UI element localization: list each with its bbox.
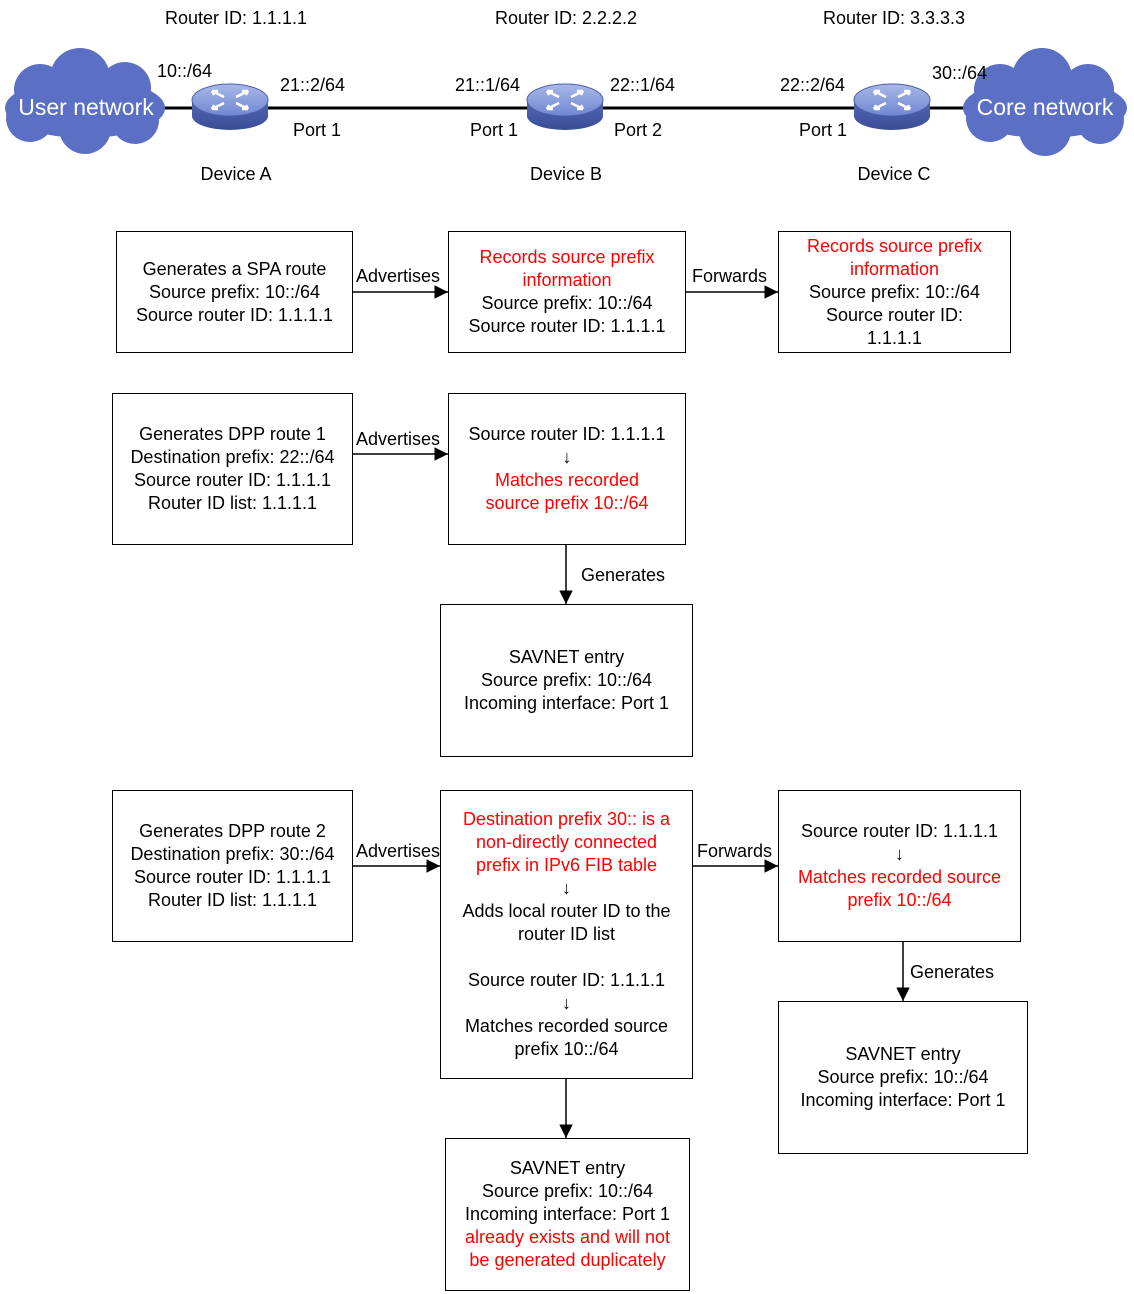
port-c: Port 1 [799, 120, 848, 140]
core-network-label: Core network [976, 94, 1114, 120]
r1-b-red-2: information [522, 270, 612, 290]
r3-savnet-entry-c-box: SAVNET entry Source prefix: 10::/64 Inco… [778, 1001, 1028, 1154]
r1-b-line-2: Source router ID: 1.1.1.1 [468, 316, 666, 336]
device-a-router-icon [191, 83, 269, 130]
r2-device-b-box: Source router ID: 1.1.1.1 ↓ Matches reco… [448, 393, 686, 545]
device-c-label: Device C [857, 164, 931, 184]
r2-a-line-2: Destination prefix: 22::/64 [130, 447, 335, 467]
r3-entry-c-line-2: Source prefix: 10::/64 [817, 1067, 989, 1087]
r1-b-red-1: Records source prefix [479, 247, 655, 267]
device-b-label: Device B [529, 164, 603, 184]
r3-b-bottom-2: prefix 10::/64 [514, 1039, 619, 1059]
device-a-label: Device A [200, 164, 272, 184]
r3-device-c-box: Source router ID: 1.1.1.1 ↓ Matches reco… [778, 790, 1021, 942]
r3-entry-b-red-2: be generated duplicately [469, 1250, 666, 1270]
r3-savnet-entry-b-box: SAVNET entry Source prefix: 10::/64 Inco… [445, 1138, 690, 1291]
down-arrow-icon: ↓ [895, 844, 904, 864]
r3-device-b-box: Destination prefix 30:: is a non-directl… [440, 790, 693, 1079]
device-b-router-icon [526, 83, 604, 130]
r3-c-red-1: Matches recorded source [797, 867, 1002, 887]
prefix-b-right: 22::1/64 [610, 75, 676, 95]
r3-b-line-src: Source router ID: 1.1.1.1 [467, 970, 666, 990]
prefix-c-right: 30::/64 [932, 63, 988, 83]
r3-a-line-4: Router ID list: 1.1.1.1 [147, 890, 318, 910]
r2-a-line-4: Router ID list: 1.1.1.1 [147, 493, 318, 513]
r2-a-line-1: Generates DPP route 1 [139, 424, 326, 444]
port-b-right: Port 2 [614, 120, 663, 140]
r3-a-line-3: Source router ID: 1.1.1.1 [133, 867, 332, 887]
down-arrow-icon: ↓ [562, 993, 571, 1013]
r2-device-a-box: Generates DPP route 1 Destination prefix… [112, 393, 353, 545]
port-b-left: Port 1 [470, 120, 519, 140]
r3-entry-c-line-3: Incoming interface: Port 1 [800, 1090, 1006, 1110]
r3-b-red-1: Destination prefix 30:: is a [462, 809, 671, 829]
r3-c-line-1: Source router ID: 1.1.1.1 [800, 821, 999, 841]
r2-entry-line-1: SAVNET entry [508, 647, 625, 667]
down-arrow-icon: ↓ [562, 878, 571, 898]
router-id-c: Router ID: 3.3.3.3 [822, 8, 966, 28]
device-c-router-icon [853, 83, 931, 130]
r1-c-line-2: Source router ID: [825, 304, 964, 325]
r2-advertises-label: Advertises [356, 429, 441, 449]
r3-a-line-1: Generates DPP route 2 [139, 821, 326, 841]
prefix-a-right: 21::2/64 [280, 75, 346, 95]
r2-savnet-entry-box: SAVNET entry Source prefix: 10::/64 Inco… [440, 604, 693, 757]
core-network-cloud [963, 48, 1127, 156]
r2-entry-line-2: Source prefix: 10::/64 [480, 670, 653, 690]
r2-b-line-1: Source router ID: 1.1.1.1 [468, 424, 666, 444]
r2-b-red-1: Matches recorded [494, 470, 640, 490]
r3-generates-label: Generates [910, 962, 995, 982]
down-arrow-icon: ↓ [562, 447, 572, 467]
r1-a-line-2: Source prefix: 10::/64 [148, 281, 321, 302]
r3-a-line-2: Destination prefix: 30::/64 [130, 844, 335, 864]
r1-forwards-label: Forwards [692, 266, 768, 286]
r1-c-line-1: Source prefix: 10::/64 [808, 281, 981, 302]
r3-b-red-3: prefix in IPv6 FIB table [475, 855, 658, 875]
r2-a-line-3: Source router ID: 1.1.1.1 [133, 470, 332, 490]
r3-forwards-label: Forwards [697, 841, 773, 861]
prefix-a-left: 10::/64 [157, 61, 213, 81]
r1-c-line-3: 1.1.1.1 [866, 327, 923, 348]
r1-b-line-1: Source prefix: 10::/64 [481, 293, 653, 313]
r1-a-line-1: Generates a SPA route [142, 258, 327, 279]
router-id-a: Router ID: 1.1.1.1 [164, 8, 308, 28]
r3-entry-b-line-3: Incoming interface: Port 1 [464, 1204, 671, 1224]
r3-b-mid-1: Adds local router ID to the [462, 901, 671, 921]
r2-entry-line-3: Incoming interface: Port 1 [463, 693, 670, 713]
port-a: Port 1 [293, 120, 342, 140]
r3-b-red-2: non-directly connected [475, 832, 658, 852]
r3-entry-b-red-1: already exists and will not [464, 1227, 671, 1247]
r1-c-red-1: Records source prefix [806, 235, 983, 256]
r2-generates-label: Generates [581, 565, 666, 585]
r1-device-a-box: Generates a SPA route Source prefix: 10:… [116, 231, 353, 353]
r1-device-b-box: Records source prefix information Source… [448, 231, 686, 353]
r2-b-red-2: source prefix 10::/64 [485, 493, 649, 513]
user-network-cloud [5, 48, 165, 154]
r3-advertises-label: Advertises [356, 841, 441, 861]
r3-c-red-2: prefix 10::/64 [847, 890, 952, 910]
r3-entry-b-line-2: Source prefix: 10::/64 [481, 1181, 654, 1201]
prefix-b-left: 21::1/64 [455, 75, 521, 95]
user-network-label: User network [18, 94, 154, 120]
r3-entry-c-line-1: SAVNET entry [845, 1044, 961, 1064]
router-id-b: Router ID: 2.2.2.2 [494, 8, 638, 28]
r1-device-c-box: Records source prefix information Source… [778, 231, 1011, 353]
r1-c-red-2: information [849, 258, 940, 279]
r1-advertises-label: Advertises [356, 266, 441, 286]
r3-b-bottom-1: Matches recorded source [464, 1016, 669, 1036]
r3-entry-b-line-1: SAVNET entry [509, 1158, 626, 1178]
r3-device-a-box: Generates DPP route 2 Destination prefix… [112, 790, 353, 942]
r1-a-line-3: Source router ID: 1.1.1.1 [135, 304, 334, 325]
prefix-c-left: 22::2/64 [780, 75, 846, 95]
r3-b-mid-2: router ID list [517, 924, 616, 944]
